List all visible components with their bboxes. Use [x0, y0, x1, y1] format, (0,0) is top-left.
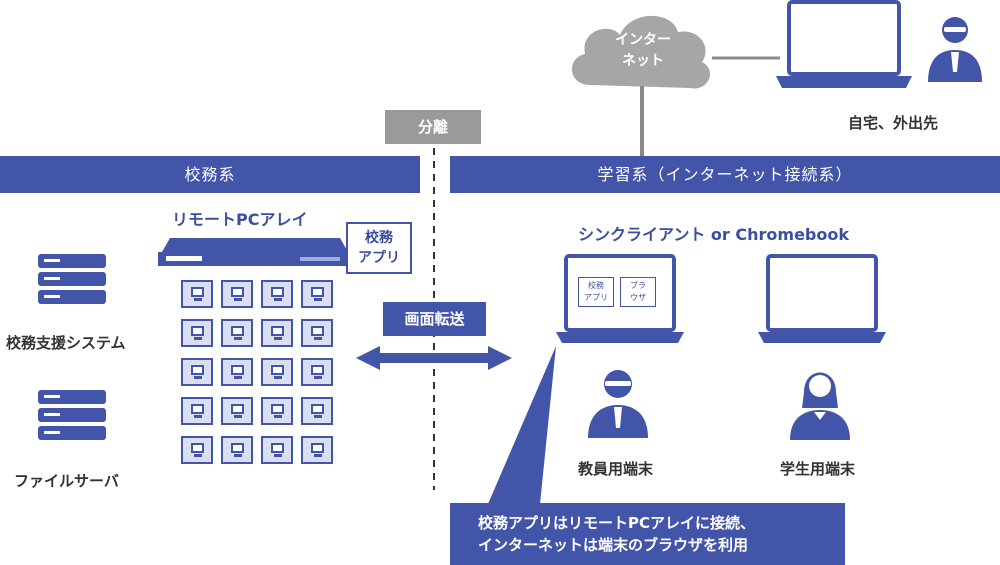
pc-cell: [181, 280, 213, 308]
pc-cell: [261, 319, 293, 347]
home-person-icon: [928, 17, 982, 82]
callout-box: 校務アプリはリモートPCアレイに接続、 インターネットは端末のブラウザを利用: [450, 503, 845, 565]
student-person-icon: [790, 372, 850, 440]
callout-pointer: [488, 346, 556, 504]
laptop-app-line2: アプリ: [584, 293, 608, 302]
pc-cell: [181, 358, 213, 386]
file-server-icon: [38, 390, 106, 440]
pc-cell: [301, 397, 333, 425]
callout-line1: 校務アプリはリモートPCアレイに接続、: [478, 514, 756, 532]
laptop-browser-box: ブラ ウザ: [620, 277, 656, 307]
learning-band-label: 学習系（インターネット接続系）: [597, 165, 853, 184]
pc-cell: [221, 319, 253, 347]
separation-label: 分離: [417, 118, 448, 136]
internet-label-line1: インター: [615, 32, 671, 48]
remote-pc-array-chassis: [158, 238, 352, 266]
callout-line2: インターネットは端末のブラウザを利用: [478, 536, 749, 554]
admin-band: 校務系: [0, 156, 420, 193]
screen-transfer-box: 画面転送: [383, 302, 486, 336]
admin-app-line2: アプリ: [358, 250, 400, 266]
client-label: シンクライアント or Chromebook: [578, 225, 850, 244]
laptop-browser-line2: ウザ: [630, 293, 646, 302]
internet-label: インター ネット: [598, 30, 688, 72]
internet-label-line2: ネット: [622, 53, 664, 69]
separation-label-box: 分離: [385, 110, 481, 144]
pc-cell: [301, 280, 333, 308]
admin-app-line1: 校務: [365, 230, 393, 246]
remote-pc-array-label: リモートPCアレイ: [172, 210, 308, 229]
screen-transfer-arrow: [356, 346, 512, 370]
pc-cell: [221, 358, 253, 386]
pc-cell: [301, 436, 333, 464]
pc-cell: [221, 436, 253, 464]
pc-cell: [261, 280, 293, 308]
learning-band: 学習系（インターネット接続系）: [450, 156, 1000, 193]
screen-transfer-label: 画面転送: [404, 310, 465, 328]
home-label: 自宅、外出先: [848, 114, 939, 132]
pc-cell: [181, 397, 213, 425]
pc-cell: [301, 358, 333, 386]
internet-cloud-icon: [572, 15, 711, 89]
pc-cell: [221, 280, 253, 308]
pc-cell: [181, 319, 213, 347]
pc-cell: [221, 397, 253, 425]
pc-cell: [261, 436, 293, 464]
admin-app-box: 校務 アプリ: [346, 222, 412, 274]
laptop-app-line1: 校務: [588, 281, 604, 290]
pc-cell: [261, 397, 293, 425]
admin-system-label: 校務支援システム: [6, 334, 126, 352]
pc-cell: [301, 319, 333, 347]
laptop-admin-app-box: 校務 アプリ: [578, 277, 614, 307]
admin-server-icon: [38, 254, 106, 304]
home-laptop-icon: [776, 0, 912, 88]
admin-band-label: 校務系: [184, 165, 236, 184]
teacher-label: 教員用端末: [578, 460, 654, 478]
pc-cell: [181, 436, 213, 464]
teacher-person-icon: [588, 370, 648, 438]
student-label: 学生用端末: [780, 460, 856, 478]
laptop-browser-line1: ブラ: [630, 281, 646, 290]
pc-cell: [261, 358, 293, 386]
student-laptop-icon: [758, 254, 886, 343]
pc-grid: [181, 280, 333, 476]
file-server-label: ファイルサーバ: [14, 472, 119, 490]
